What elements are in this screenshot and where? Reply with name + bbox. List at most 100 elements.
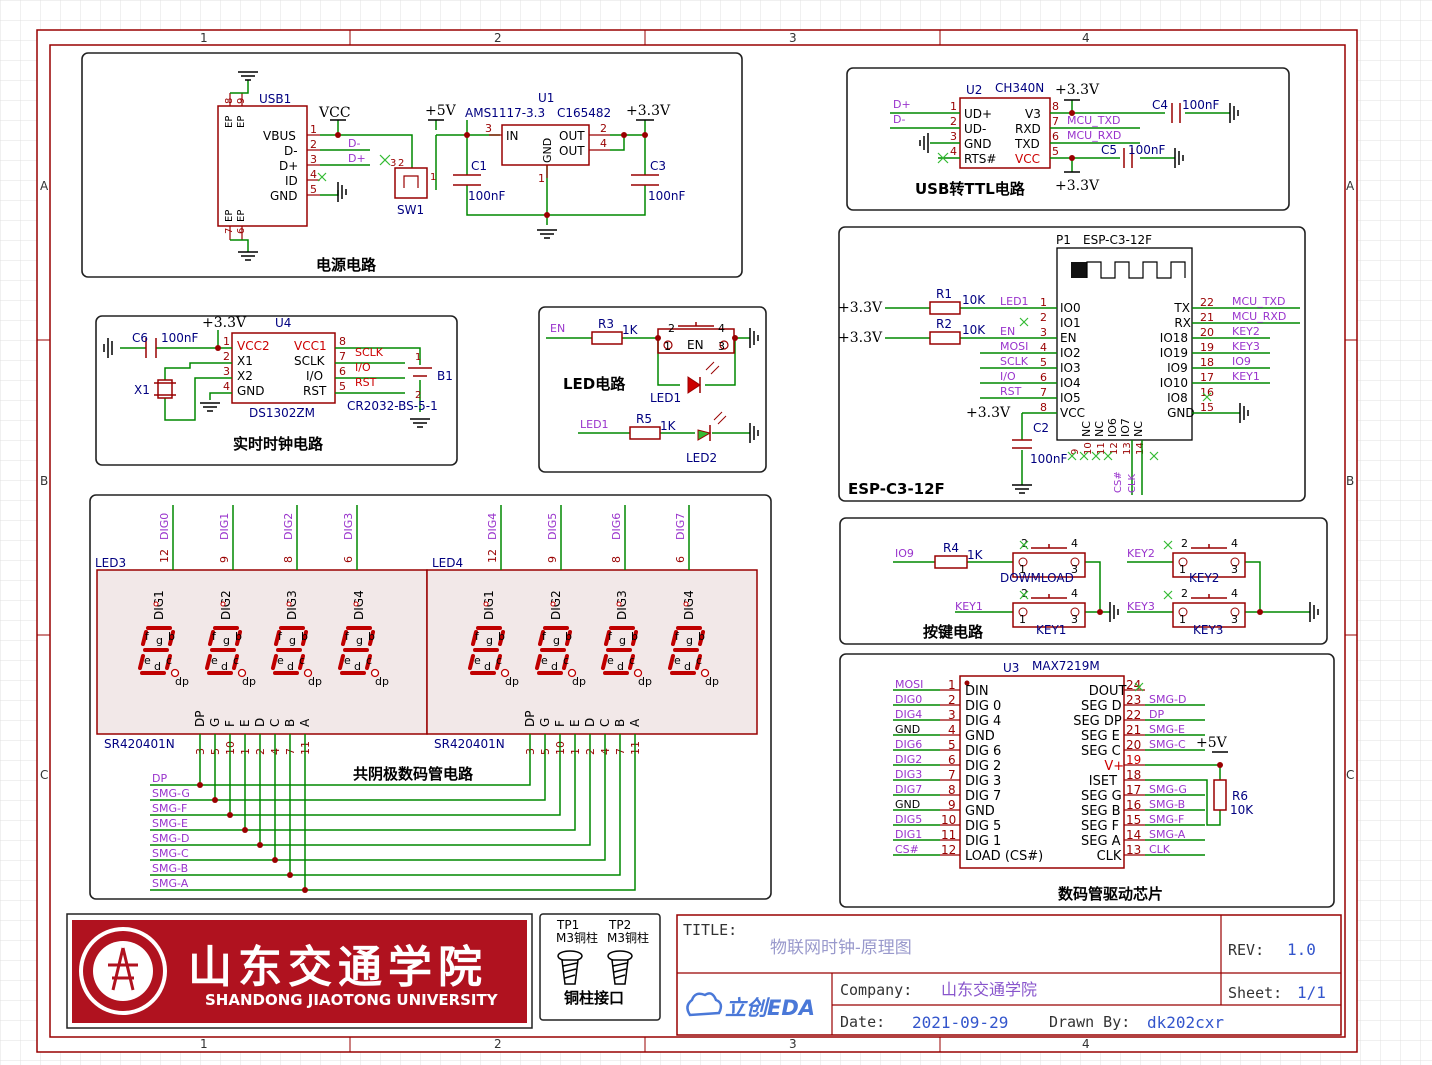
- p1-antenna-trace: [1086, 261, 1186, 279]
- logo-english-name: SHANDONG JIAOTONG UNIVERSITY: [205, 991, 499, 1009]
- row-label-b-right: B: [1346, 474, 1354, 488]
- segment-letter: c: [166, 654, 172, 667]
- u3-left-pin: DIG 6: [965, 744, 1001, 759]
- esp-right-net: KEY3: [1232, 340, 1260, 353]
- rev-value: 1.0: [1287, 940, 1316, 959]
- segment-letter: f: [145, 630, 150, 643]
- u3-left-num: 10: [941, 813, 956, 827]
- esp-right-pin: IO10: [1160, 376, 1188, 390]
- display-bottom-pin: A: [298, 718, 312, 727]
- display-bus-net: SMG-B: [152, 862, 188, 875]
- esp-left-net: LED1: [1000, 295, 1029, 308]
- usb1-pin-gnd: GND: [270, 189, 298, 203]
- u3-right-pin: DOUT: [1089, 684, 1127, 699]
- esp-right-net: IO9: [1232, 355, 1251, 368]
- u3-left-num: 4: [948, 723, 956, 737]
- c3-value: 100nF: [648, 189, 686, 203]
- r3-value: 1K: [622, 323, 639, 337]
- c4-value: 100nF: [1182, 98, 1220, 112]
- row-label-c: C: [40, 768, 48, 782]
- u3-left-num: 2: [948, 693, 956, 707]
- row-label-a: A: [40, 179, 49, 193]
- digit-net-label: DIG0: [158, 513, 171, 540]
- segment-letter: f: [212, 630, 217, 643]
- esp-left-num: 1: [1040, 296, 1047, 309]
- segment-letter: b: [235, 630, 242, 643]
- u3-left-pin: DIG 5: [965, 819, 1001, 834]
- segment-letter: c: [496, 654, 502, 667]
- segment-letter: g: [553, 634, 560, 647]
- drawn-by-value: dk202cxr: [1147, 1013, 1224, 1032]
- digit-label: DIG1: [482, 590, 496, 620]
- u2-ref: U2: [966, 83, 982, 97]
- segment-letter: e: [541, 654, 548, 667]
- sw1-pin-3: 3: [390, 158, 396, 169]
- date-value: 2021-09-29: [912, 1013, 1008, 1032]
- driver-5v-label: +5V: [1196, 735, 1228, 751]
- esp-left-net: RST: [1000, 385, 1022, 398]
- segment-letter: c: [233, 654, 239, 667]
- u2-num-4: 4: [950, 145, 957, 158]
- segment-letter: e: [144, 654, 151, 667]
- u1-pin-gnd: GND: [541, 138, 554, 163]
- u3-right-pin: SEG D: [1081, 699, 1122, 714]
- usb-ttl-dplus-net: D+: [893, 98, 911, 111]
- led-sw-pin-1: 1: [664, 340, 671, 353]
- u3-right-num: 21: [1126, 723, 1141, 737]
- digit-net-label: DIG5: [546, 513, 559, 540]
- esp-left-num: 7: [1040, 386, 1047, 399]
- esp-right-num: 17: [1200, 371, 1214, 384]
- col-label-1: 1: [200, 31, 208, 45]
- usb1-ep-1: EP: [224, 116, 235, 128]
- led-en-switch: EN: [687, 338, 704, 352]
- u3-left-pin: GND: [965, 804, 995, 819]
- esp-33v-2: +3.3V: [838, 330, 883, 346]
- display-bottom-pin: B: [613, 719, 627, 727]
- digit-label: DIG2: [219, 590, 233, 620]
- u3-right-num: 24: [1126, 678, 1141, 692]
- led-block-title: LED电路: [563, 375, 626, 393]
- segment-letter: c: [696, 654, 702, 667]
- c6-ref: C6: [132, 331, 148, 345]
- c6-value: 100nF: [161, 331, 199, 345]
- u4-pin-rst: RST: [303, 384, 327, 398]
- u1-ref: U1: [538, 91, 554, 105]
- switch-pin: 4: [1231, 587, 1238, 600]
- keys-block-title: 按键电路: [923, 623, 984, 641]
- u3-left-num: 9: [948, 798, 956, 812]
- display-bottom-pin: C: [598, 719, 612, 727]
- power-block-title: 电源电路: [316, 256, 377, 274]
- display-bottom-pin: F: [223, 720, 237, 727]
- c5-ref: C5: [1101, 143, 1117, 157]
- display-bottom-pin: DP: [523, 711, 537, 727]
- power-33v-label: +3.3V: [626, 103, 671, 119]
- u4-part: DS1302ZM: [249, 406, 315, 420]
- screw-icon: [557, 950, 583, 985]
- display-bottom-pin: C: [268, 719, 282, 727]
- segment-letter: g: [686, 634, 693, 647]
- digit-pin-number: 6: [342, 556, 355, 563]
- u3-left-net: DIG3: [895, 768, 922, 781]
- usb1-num-1: 1: [310, 123, 317, 136]
- u1-pin-out1: OUT: [559, 129, 585, 143]
- power-gnd-symbols: [238, 71, 557, 261]
- u3-left-pin: DIG 1: [965, 834, 1001, 849]
- x1-ref: X1: [134, 383, 150, 397]
- u3-left-num: 1: [948, 678, 956, 692]
- display-bottom-pin: F: [553, 720, 567, 727]
- led2-ref: LED2: [686, 451, 717, 465]
- esp-block: ESP-C3-12F P1 ESP-C3-12F IO01IO12EN3IO24…: [838, 226, 1306, 502]
- sheet-label: Sheet:: [1228, 984, 1282, 1002]
- esp-right-pin: IO18: [1160, 331, 1188, 345]
- led-sw-pin-3: 3: [718, 340, 725, 353]
- led3-ref: LED3: [95, 556, 126, 570]
- digit-label: DIG1: [152, 590, 166, 620]
- esp-left-num: 5: [1040, 356, 1047, 369]
- c5-value: 100nF: [1128, 143, 1166, 157]
- university-logo: 山东交通学院 SHANDONG JIAOTONG UNIVERSITY: [66, 913, 533, 1029]
- segment-letter: dp: [505, 675, 519, 688]
- c1-ref: C1: [471, 159, 487, 173]
